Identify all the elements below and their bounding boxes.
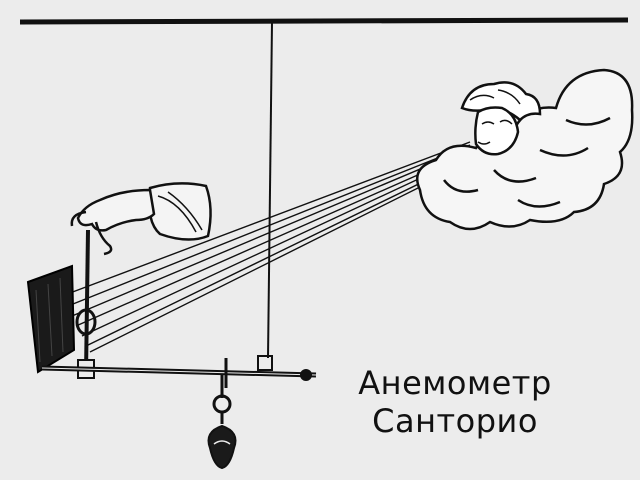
- ceiling-beam: [19, 17, 629, 25]
- wind-face-cloud-icon: [416, 68, 634, 231]
- wind-rays: [61, 141, 475, 353]
- counterweight-icon: [207, 375, 237, 470]
- suspension-string: [267, 21, 273, 359]
- scale-arm: [41, 355, 317, 388]
- caption-title-line-1: Анемометр: [358, 364, 552, 402]
- pivot-rod: [75, 229, 97, 379]
- caption-title-line-2: Санторио: [372, 402, 538, 440]
- anemometer-plate-icon: [26, 264, 76, 374]
- hand-icon: [70, 182, 212, 256]
